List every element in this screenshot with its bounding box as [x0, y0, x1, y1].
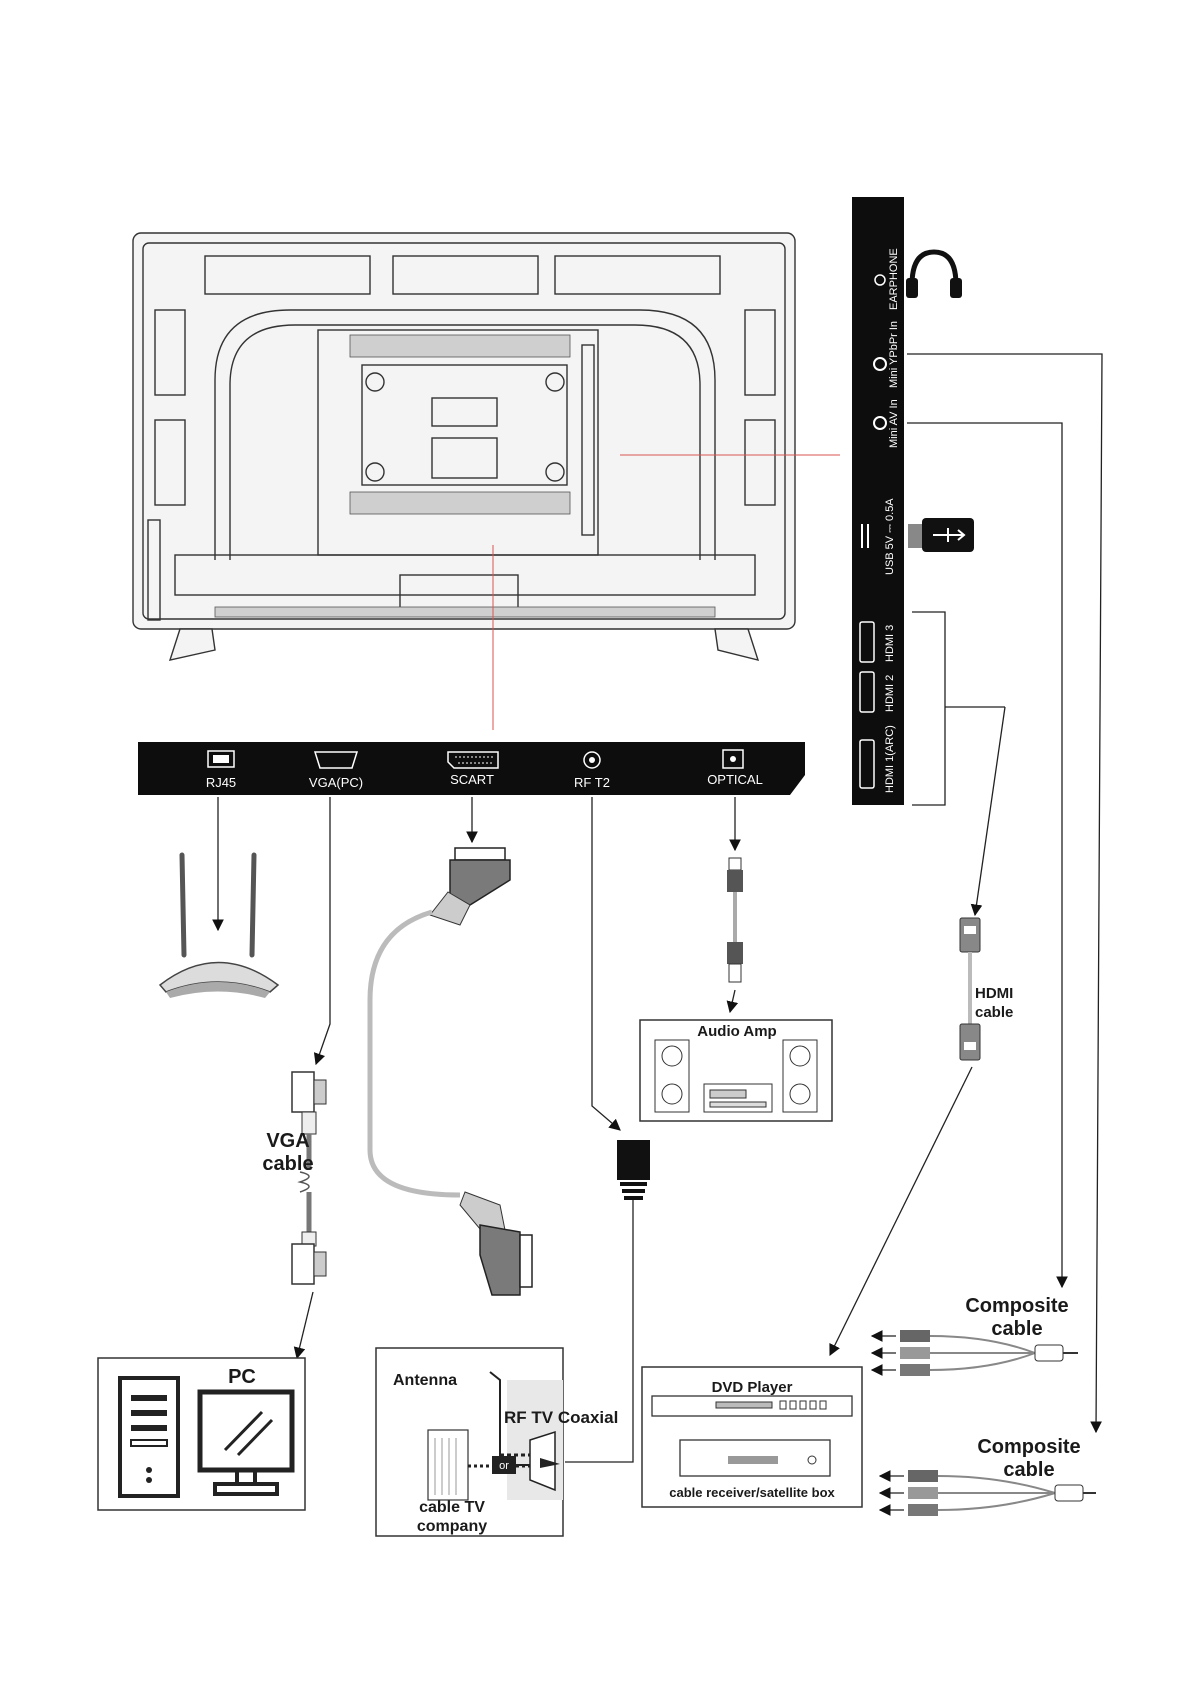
side-port-panel: EARPHONE Mini YPbPr In Mini AV In USB 5V…: [852, 197, 904, 805]
cable-tv-label-line2: company: [417, 1518, 487, 1535]
composite1-label-line1: Composite: [965, 1295, 1068, 1317]
router-illustration: [160, 855, 278, 998]
vga-label: VGA(PC): [309, 775, 363, 790]
scart-label: SCART: [450, 772, 494, 787]
ypbpr-label: Mini YPbPr In: [888, 321, 900, 388]
coax-plug-illustration: [617, 1140, 650, 1200]
cable-receiver-label: cable receiver/satellite box: [669, 1485, 835, 1500]
composite1-label-line2: cable: [991, 1318, 1042, 1340]
vga-cable-label-line1: VGA: [266, 1130, 309, 1152]
pc-label: PC: [228, 1366, 256, 1388]
composite-cable-2-illustration: [880, 1470, 1096, 1516]
usb-stick-icon: [908, 518, 974, 552]
or-label: or: [499, 1460, 509, 1472]
hdmi-cable-label-line1: HDMI: [975, 985, 1013, 1002]
optical-label: OPTICAL: [707, 772, 763, 787]
hdmi2-label: HDMI 2: [884, 675, 896, 712]
hdmi3-label: HDMI 3: [884, 625, 896, 662]
usb-label: USB 5V ⎓ 0.5A: [884, 498, 896, 575]
tv-rear-illustration: [133, 233, 840, 730]
scart-cable-illustration: [370, 848, 532, 1295]
audio-amp-label: Audio Amp: [697, 1023, 776, 1040]
vga-cable-illustration: [292, 1072, 326, 1284]
rj45-label: RJ45: [206, 775, 236, 790]
hdmi-bracket: [912, 612, 945, 805]
hdmi-cable-label-line2: cable: [975, 1004, 1013, 1021]
bottom-port-panel: RJ45 VGA(PC) SCART RF T2 OPTICAL: [138, 742, 805, 795]
rf-coaxial-label: RF TV Coaxial: [504, 1408, 618, 1427]
rf-label: RF T2: [574, 775, 610, 790]
composite-cable-1-illustration: [872, 1330, 1078, 1376]
hdmi1-label: HDMI 1(ARC): [884, 725, 896, 793]
earphone-label: EARPHONE: [888, 248, 900, 310]
antenna-label: Antenna: [393, 1372, 457, 1389]
cable-tv-label-line1: cable TV: [419, 1499, 485, 1516]
dvd-player-label: DVD Player: [712, 1379, 793, 1396]
optical-cable-illustration: [727, 858, 743, 982]
composite2-label-line2: cable: [1003, 1459, 1054, 1481]
composite2-label-line1: Composite: [977, 1436, 1080, 1458]
av-label: Mini AV In: [888, 399, 900, 448]
vga-cable-label-line2: cable: [262, 1153, 313, 1175]
headphones-icon: [906, 252, 962, 298]
pc-box: [98, 1358, 305, 1510]
